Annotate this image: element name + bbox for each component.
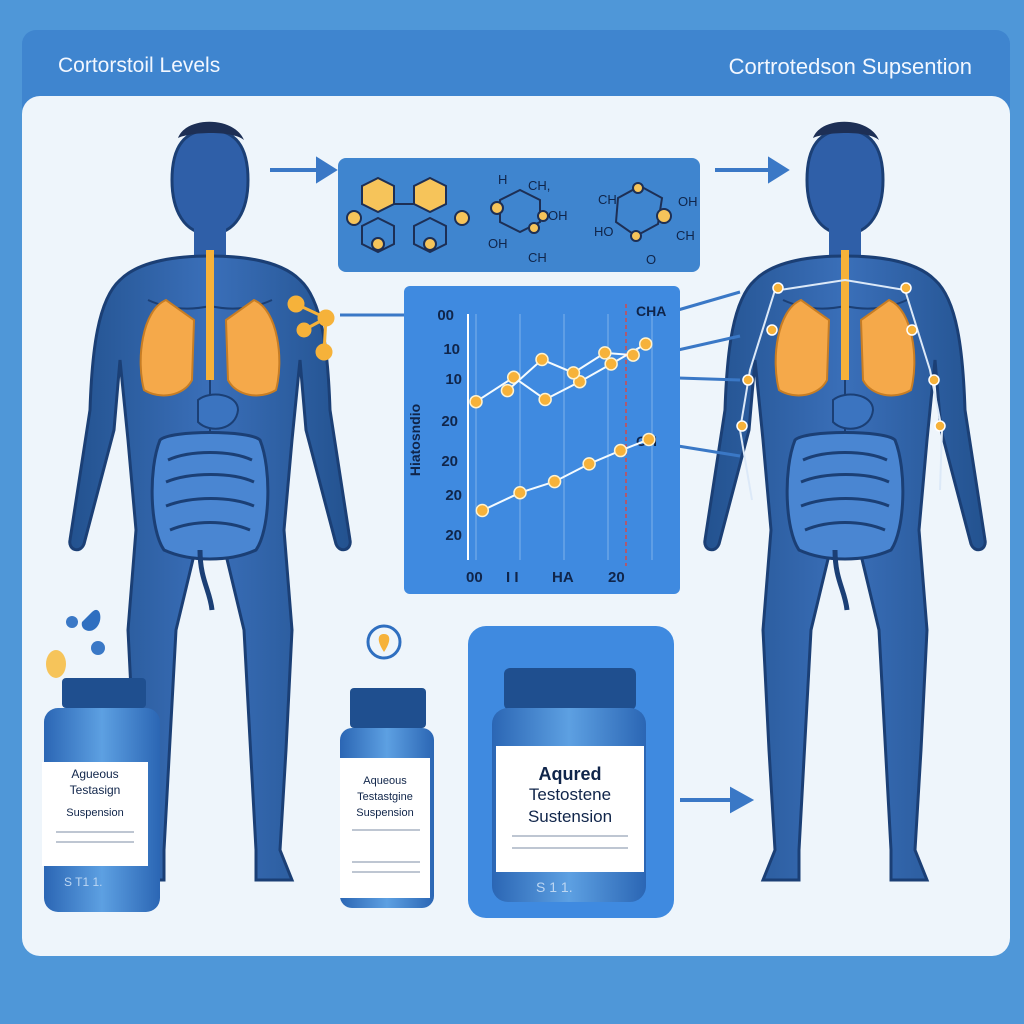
series-0-point-4: [604, 357, 618, 371]
series-0-point-5: [638, 337, 653, 351]
left-shoulder-molecule: [287, 295, 335, 361]
left-title: Cortorstoil Levels: [58, 54, 221, 77]
series-0-point-1: [506, 370, 521, 385]
annotation-cha: CHA: [636, 303, 666, 319]
mol-label-4: CH: [528, 250, 547, 265]
right-title: Cortrotedson Supsention: [728, 54, 972, 79]
mol-label-1: CH,: [528, 178, 550, 193]
chart-series: [469, 337, 656, 518]
series-2-point-4: [613, 443, 628, 458]
y-tick-0: 00: [437, 307, 454, 324]
bottle-3-line1: Aqured: [539, 764, 602, 784]
mol-label-5: CH: [598, 192, 617, 207]
chart-connectors: [340, 290, 741, 458]
bottle-2-line1: Aqueous: [363, 775, 407, 787]
pin-icon: [366, 624, 402, 660]
x-tick-3: 20: [608, 569, 625, 586]
mol-label-2: OH: [548, 208, 568, 223]
x-tick-1: I I: [506, 569, 519, 586]
y-tick-3: 20: [441, 413, 458, 430]
series-1-point-0: [500, 383, 515, 398]
bottle-1-footer: S T1 1.: [64, 875, 102, 889]
y-tick-6: 20: [445, 527, 462, 544]
mol-label-8: OH: [678, 194, 698, 209]
series-2-point-0: [475, 503, 490, 518]
bottle-2: Aqueous Testastgine Suspension: [340, 688, 434, 908]
diagram-canvas: H CH, OH OH CH CH HO CH OH O 00 10 10 20…: [42, 96, 1010, 918]
y-tick-4: 20: [441, 453, 458, 470]
diagram-panel: H CH, OH OH CH CH HO CH OH O 00 10 10 20…: [22, 96, 1010, 956]
series-0-point-2: [538, 392, 552, 407]
bottle-3-footer: S 1 1.: [536, 879, 573, 895]
flow-arrows: [270, 156, 790, 814]
mol-label-3: OH: [488, 236, 508, 251]
bottle-1-line2: Testasign: [70, 783, 121, 797]
header-bar: [22, 30, 1010, 108]
bottle-3-line2: Testostene: [529, 785, 611, 804]
series-1-point-2: [566, 366, 581, 380]
mol-label-6: HO: [594, 224, 614, 239]
series-2-point-1: [513, 485, 527, 500]
bottle-3-frame: Aqured Testostene Sustension S 1 1.: [468, 626, 674, 918]
series-2-point-5: [642, 432, 656, 447]
x-tick-0: 00: [466, 569, 483, 586]
series-1-point-1: [535, 352, 549, 367]
mol-label-9: O: [646, 252, 656, 267]
series-2-point-2: [547, 474, 562, 489]
droplet-icons: [46, 609, 105, 678]
bottle-1-line3: Suspension: [66, 807, 124, 819]
series-2-point-3: [582, 457, 596, 471]
y-tick-2: 10: [445, 371, 462, 388]
molecule-2: [490, 188, 549, 234]
molecule-labels: H CH, OH OH CH CH HO CH OH O: [488, 172, 698, 267]
y-tick-5: 20: [445, 487, 462, 504]
chart-x-ticks: 00 I I HA 20: [466, 569, 625, 586]
y-tick-1: 10: [443, 341, 460, 358]
right-human-figure: [705, 122, 985, 880]
mol-label-7: CH: [676, 228, 695, 243]
x-tick-2: HA: [552, 569, 574, 586]
bottle-2-line2: Testastgine: [357, 791, 413, 803]
molecule-3: [614, 182, 672, 242]
series-1-point-4: [626, 348, 640, 362]
molecule-1: [346, 176, 470, 254]
chart-ylabel: Hiatosndio: [407, 404, 423, 476]
bottle-3-line3: Sustension: [528, 807, 612, 826]
series-1-point-3: [598, 346, 612, 360]
bottle-1: Agueous Testasign Suspension S T1 1.: [42, 678, 160, 912]
bottle-2-line3: Suspension: [356, 807, 414, 819]
bottle-1-line1: Agueous: [71, 767, 118, 781]
chart-y-ticks: 00 10 10 20 20 20 20: [437, 307, 462, 544]
mol-label-0: H: [498, 172, 507, 187]
series-0-point-0: [469, 394, 483, 409]
right-figure-nodes: [736, 282, 946, 432]
